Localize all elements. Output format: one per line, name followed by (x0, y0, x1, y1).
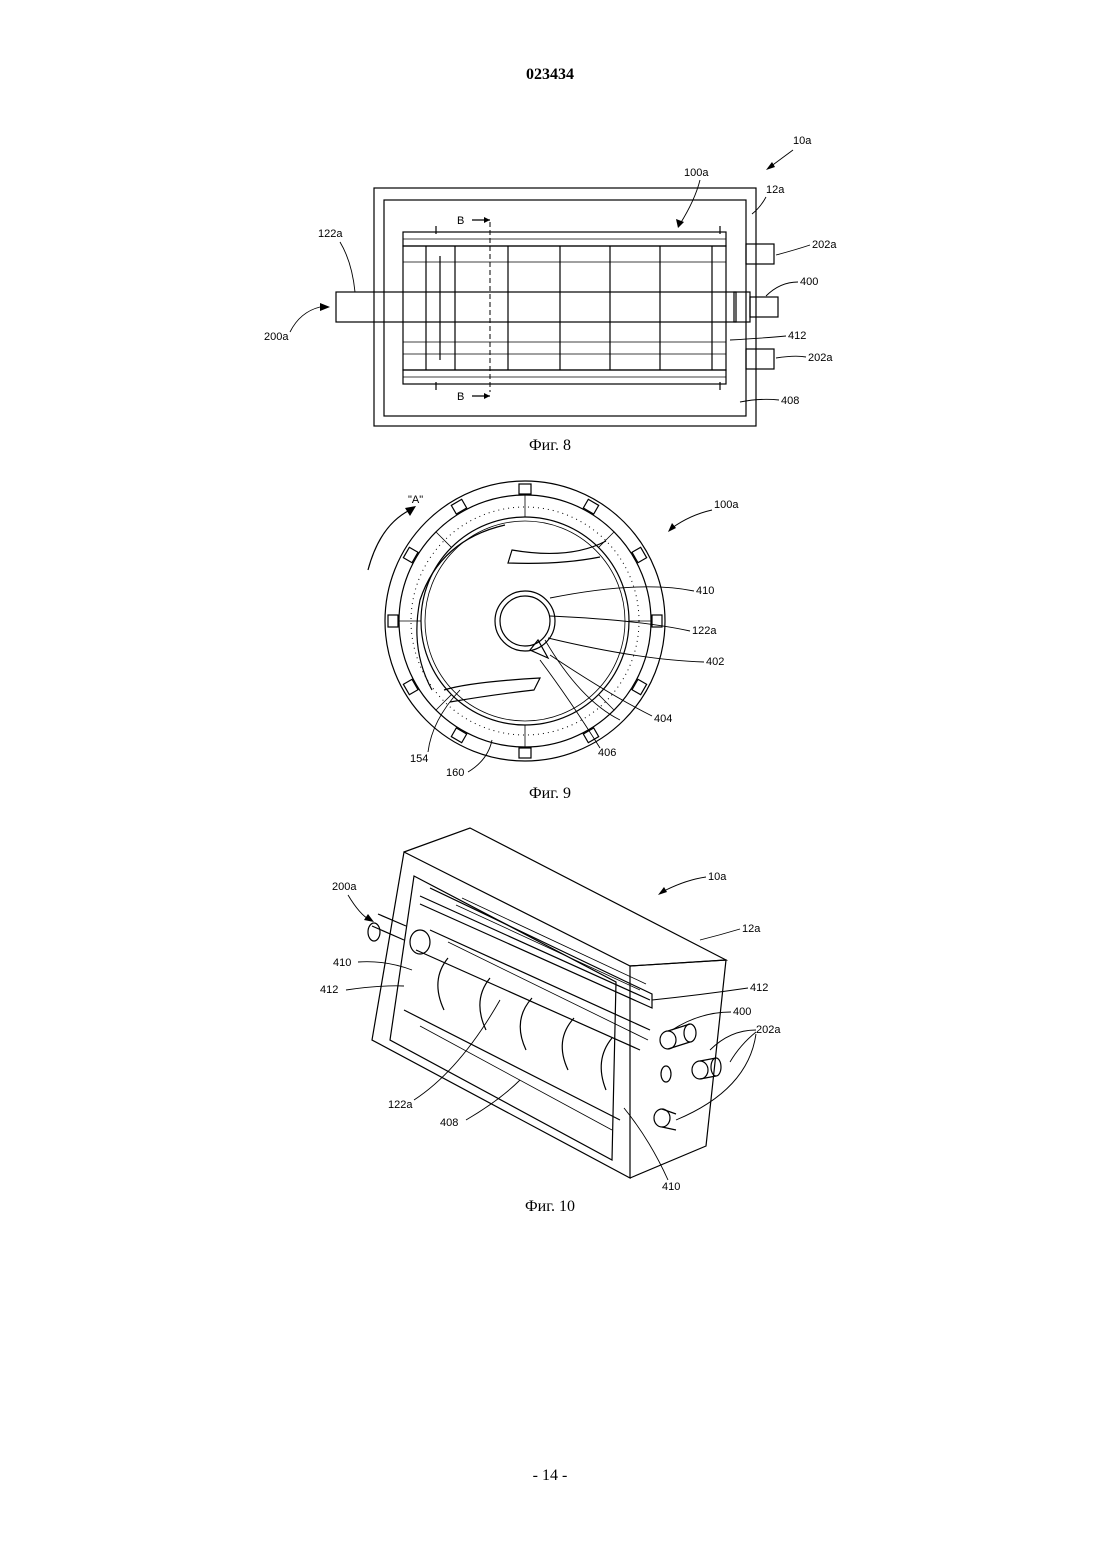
label-100a: 100a (714, 499, 739, 511)
figure-8-caption: Фиг. 8 (0, 437, 1100, 455)
label-200a: 200a (264, 331, 289, 343)
label-160: 160 (446, 767, 464, 779)
shaft (336, 292, 736, 322)
label-412-left: 412 (320, 984, 338, 996)
label-202a-top: 202a (812, 239, 837, 251)
label-410: 410 (696, 585, 714, 597)
label-402: 402 (706, 656, 724, 668)
label-12a: 12a (742, 923, 761, 935)
figure-8-drawing: 10a 100a 12a 122a 200a 202a 400 412 202a… (0, 120, 1100, 440)
figure-9-caption: Фиг. 9 (0, 785, 1100, 803)
label-408: 408 (781, 395, 799, 407)
housing-outer (374, 188, 756, 426)
label-154: 154 (410, 753, 428, 765)
label-10a: 10a (793, 135, 812, 147)
label-410-right: 410 (662, 1181, 680, 1193)
label-406: 406 (598, 747, 616, 759)
label-400: 400 (733, 1006, 751, 1018)
label-410-left: 410 (333, 957, 351, 969)
label-122a: 122a (388, 1099, 413, 1111)
label-412: 412 (788, 330, 806, 342)
label-202a-bottom: 202a (808, 352, 833, 364)
outlet-top (746, 244, 774, 264)
outlet-bottom (746, 349, 774, 369)
figure-9-drawing: "A" 100a 410 122a 402 404 406 154 160 (0, 480, 1100, 790)
label-12a: 12a (766, 184, 785, 196)
label-B-bottom: B (457, 391, 464, 403)
label-B-top: B (457, 215, 464, 227)
label-400: 400 (800, 276, 818, 288)
document-number: 023434 (0, 66, 1100, 84)
label-122a: 122a (692, 625, 717, 637)
page-number: - 14 - (0, 1467, 1100, 1485)
label-408: 408 (440, 1117, 458, 1129)
label-412-right: 412 (750, 982, 768, 994)
label-122a: 122a (318, 228, 343, 240)
label-202a: 202a (756, 1024, 781, 1036)
label-200a: 200a (332, 881, 357, 893)
label-100a: 100a (684, 167, 709, 179)
label-404: 404 (654, 713, 672, 725)
label-A: "A" (408, 494, 423, 506)
label-10a: 10a (708, 871, 727, 883)
figure-10-drawing: 10a 12a 200a 410 412 412 400 202a 122a 4… (0, 820, 1100, 1200)
figure-10-caption: Фиг. 10 (0, 1198, 1100, 1216)
